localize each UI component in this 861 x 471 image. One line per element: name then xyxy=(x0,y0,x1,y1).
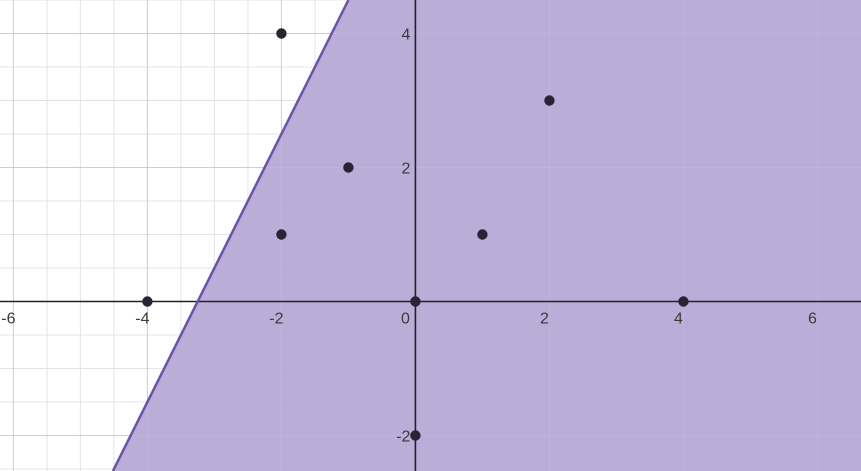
y-tick-label: 4 xyxy=(402,26,411,43)
x-tick-label: -4 xyxy=(135,310,149,327)
data-point xyxy=(410,296,421,307)
boundary-line xyxy=(111,0,350,471)
data-point xyxy=(276,28,287,39)
data-points xyxy=(142,28,689,441)
y-tick-label: -2 xyxy=(396,428,410,445)
y-tick-label: 2 xyxy=(402,160,411,177)
boundary-line-group xyxy=(111,0,350,471)
data-point xyxy=(142,296,153,307)
data-point xyxy=(276,229,287,240)
x-tick-label: 6 xyxy=(808,310,817,327)
x-tick-label: 0 xyxy=(401,310,410,327)
x-tick-label: -2 xyxy=(269,310,283,327)
data-point xyxy=(544,95,555,106)
x-tick-label: 4 xyxy=(674,310,683,327)
data-point xyxy=(410,430,421,441)
x-tick-label: -6 xyxy=(1,310,15,327)
data-point xyxy=(477,229,488,240)
data-point xyxy=(343,162,354,173)
tick-labels: -6 -4 -2 0 2 4 6 -2 2 4 xyxy=(1,26,817,445)
data-point xyxy=(678,296,689,307)
x-tick-label: 2 xyxy=(540,310,549,327)
